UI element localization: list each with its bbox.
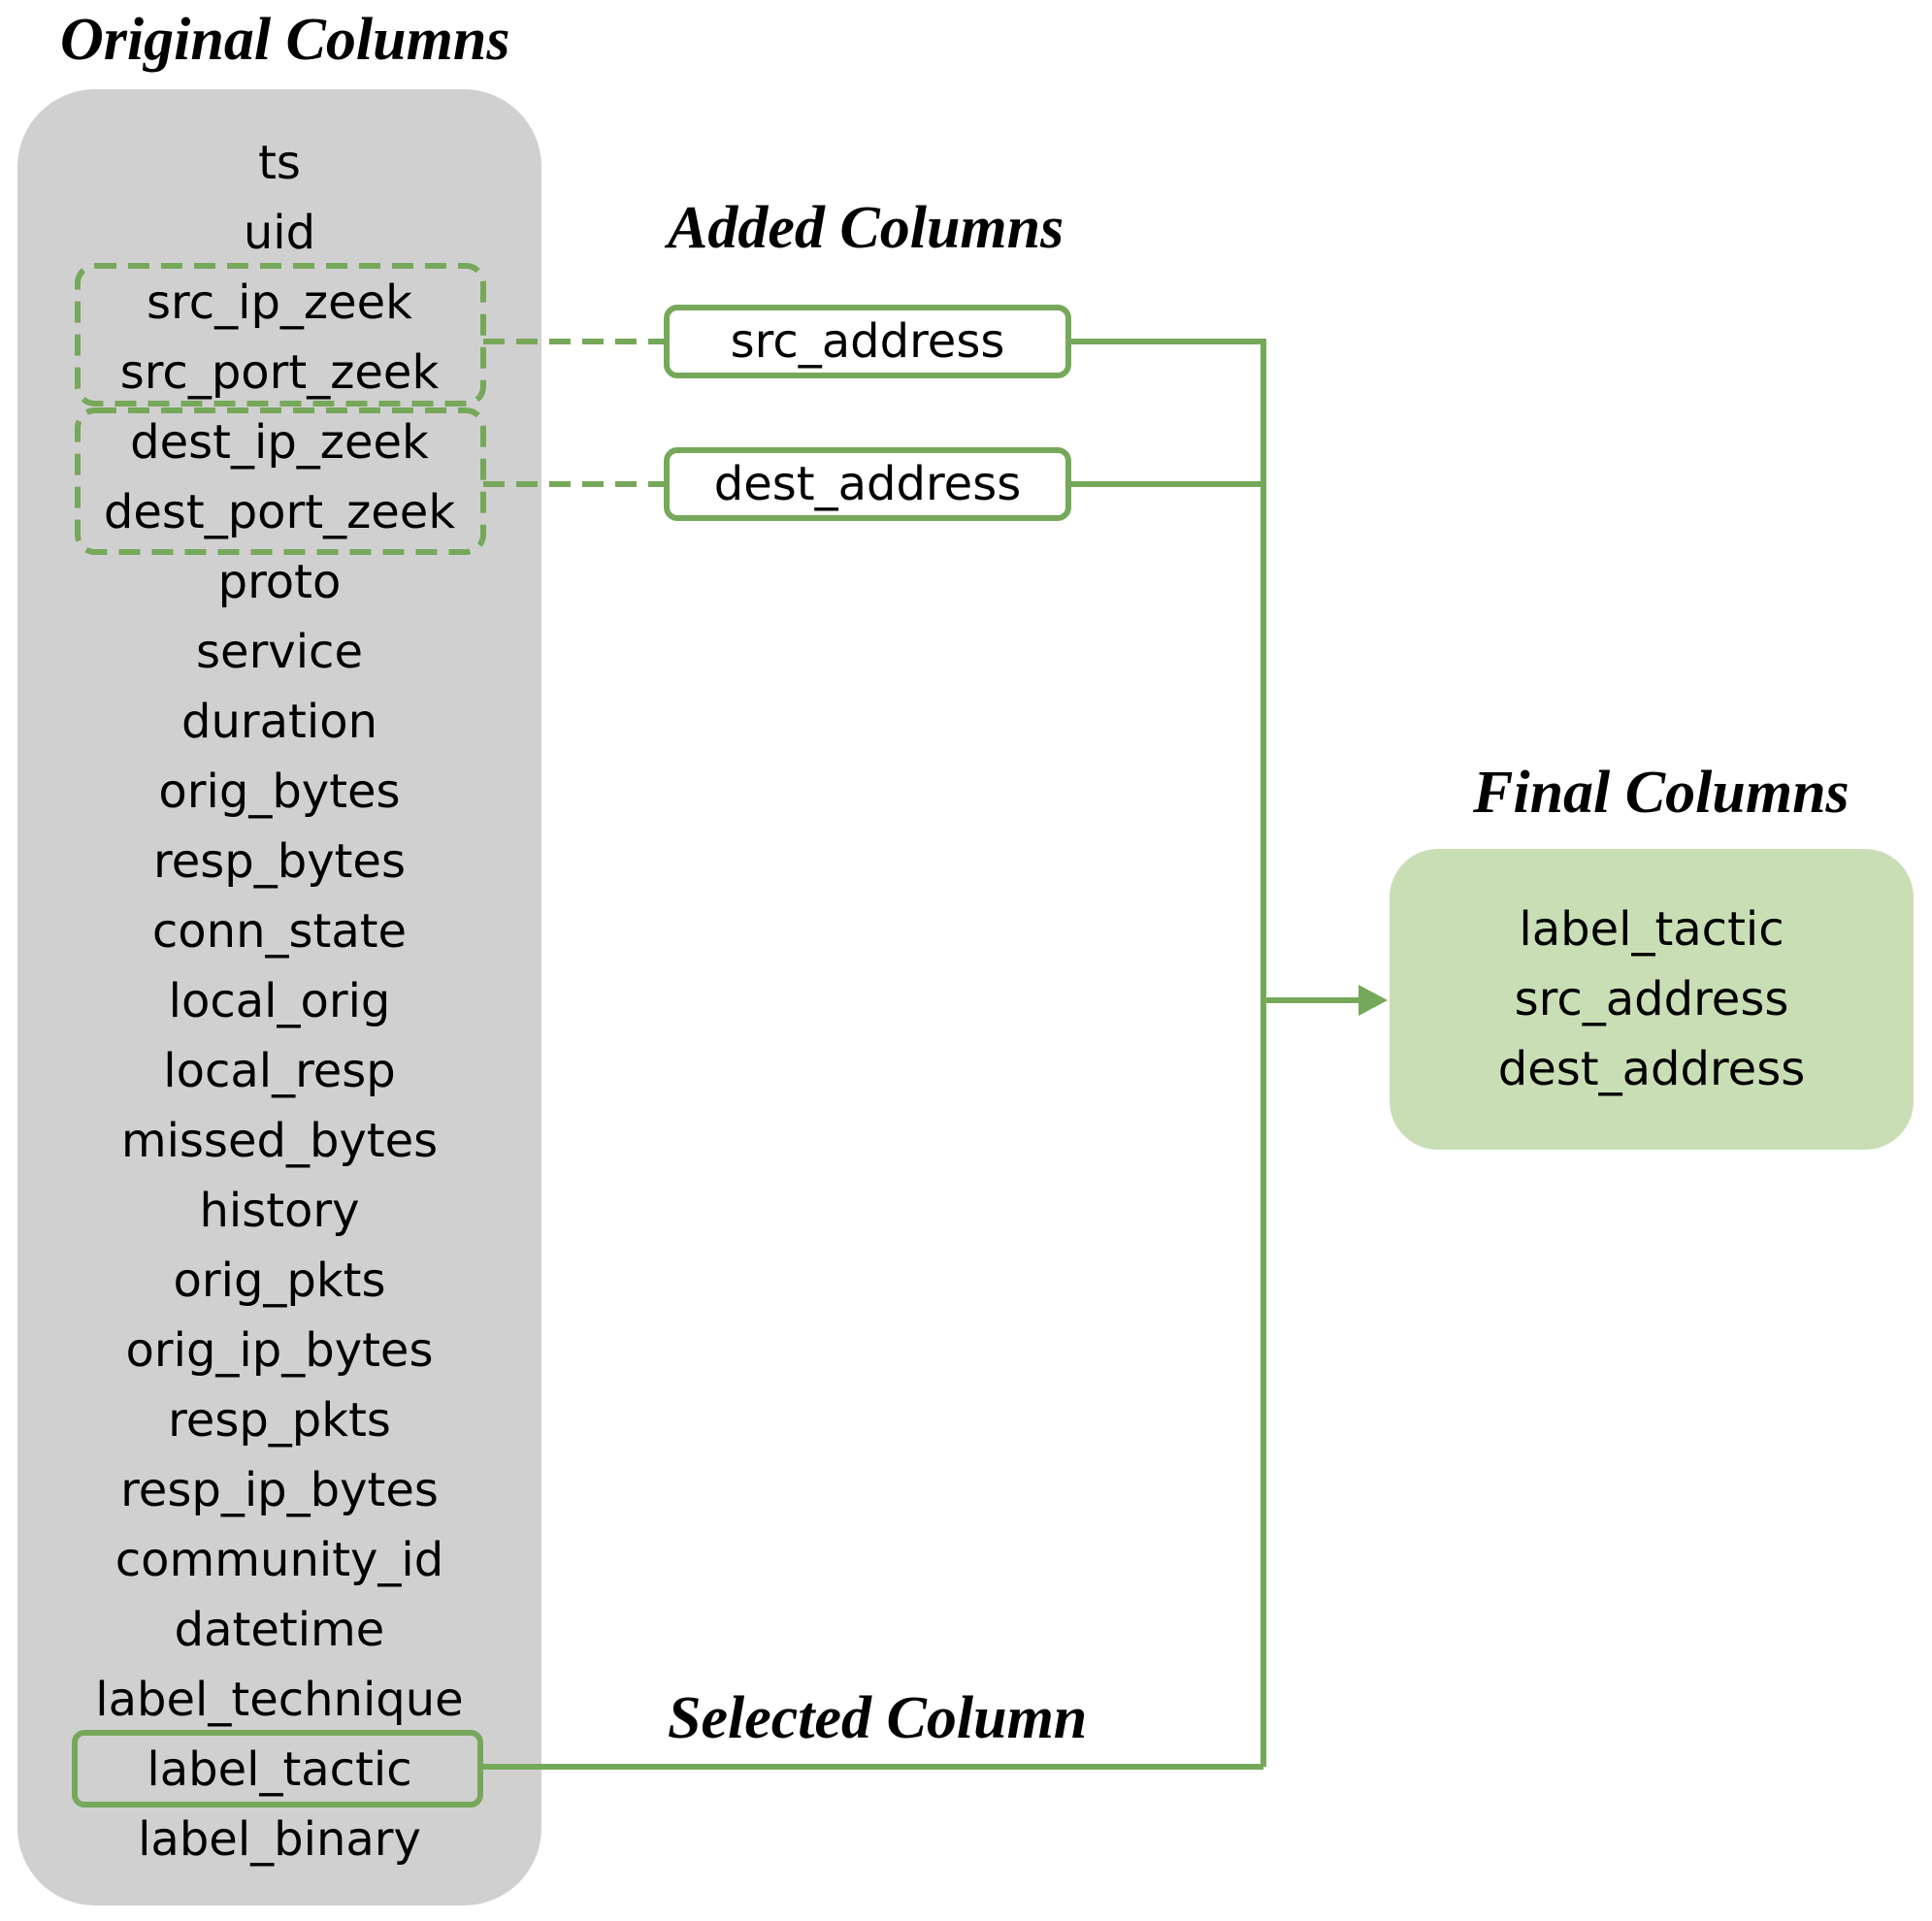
column-item: orig_bytes [158, 765, 401, 819]
src-to-bus-line [1071, 339, 1266, 1767]
column-item: orig_pkts [173, 1254, 386, 1308]
column-item: local_orig [168, 974, 391, 1028]
final-column-item: src_address [1514, 972, 1789, 1026]
selected-column-heading: Selected Column [668, 1685, 1088, 1751]
column-item: uid [243, 206, 316, 260]
column-item: history [199, 1184, 360, 1238]
column-item: proto [217, 555, 342, 609]
column-item: orig_ip_bytes [125, 1323, 434, 1378]
column-item: datetime [174, 1603, 385, 1657]
column-item: local_resp [163, 1044, 396, 1098]
column-item: src_port_zeek [119, 345, 440, 400]
column-item: community_id [115, 1533, 444, 1587]
column-item: missed_bytes [120, 1114, 439, 1168]
column-item: conn_state [151, 904, 408, 959]
final-column-item: label_tactic [1519, 902, 1785, 957]
column-item: duration [181, 695, 377, 749]
final-columns-heading: Final Columns [1473, 760, 1850, 826]
column-item: label_technique [95, 1673, 464, 1727]
selected-column-item: label_tactic [147, 1742, 412, 1797]
column-item: dest_port_zeek [103, 485, 456, 539]
original-columns-list: ts uid src_ip_zeek src_port_zeek dest_ip… [17, 128, 541, 1874]
added-src-address-box: src_address [664, 305, 1071, 378]
column-item: dest_ip_zeek [130, 415, 429, 470]
added-dest-address-box: dest_address [664, 447, 1071, 521]
final-columns-panel [1390, 849, 1914, 1150]
column-item: resp_pkts [168, 1393, 391, 1448]
final-columns-list: label_tactic src_address dest_address [1390, 895, 1914, 1104]
column-item: src_ip_zeek [147, 276, 412, 330]
arrowhead-icon [1359, 985, 1388, 1016]
column-item: ts [258, 136, 301, 190]
original-columns-heading: Original Columns [60, 7, 510, 73]
column-item: resp_ip_bytes [120, 1463, 439, 1517]
column-item: label_binary [138, 1812, 421, 1867]
column-item: resp_bytes [153, 834, 406, 889]
final-column-item: dest_address [1497, 1042, 1806, 1096]
column-item: service [196, 625, 363, 679]
added-columns-heading: Added Columns [668, 195, 1064, 261]
